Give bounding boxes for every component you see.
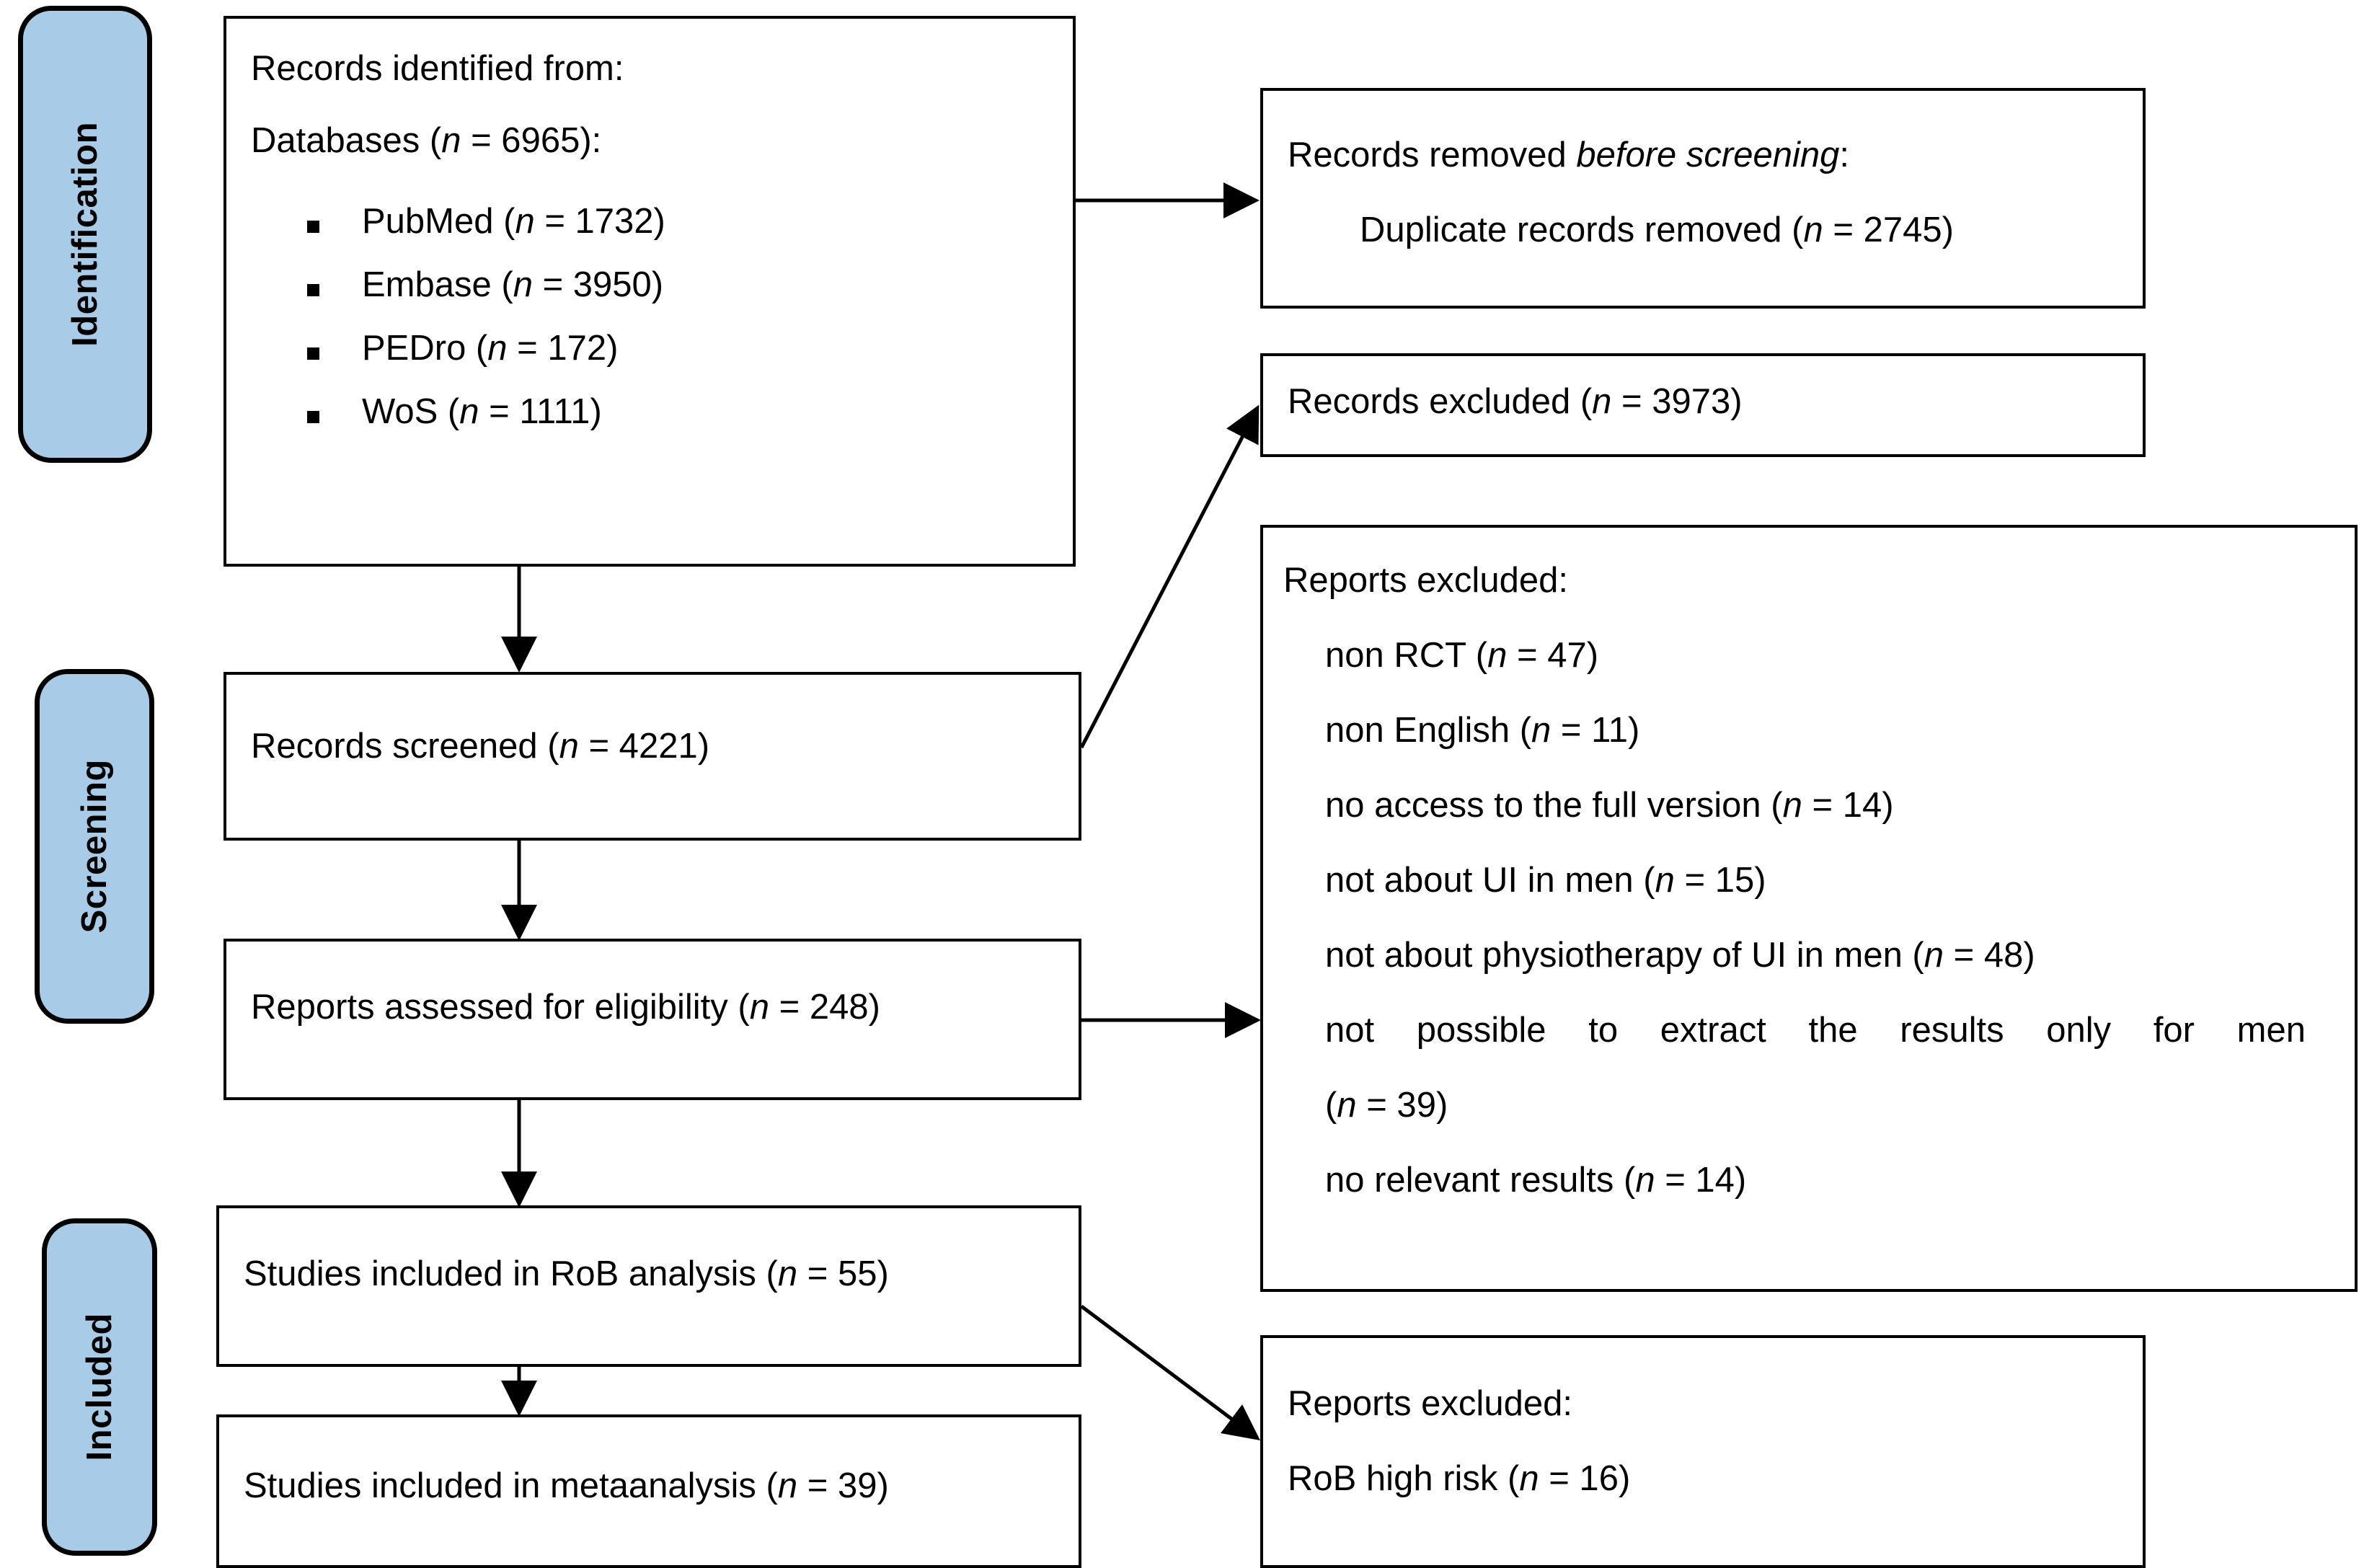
box-records-removed-before-screening: Records removed before screening: Duplic… xyxy=(1260,88,2146,309)
reports-excluded-heading: Reports excluded: xyxy=(1283,561,1568,600)
stage-label-identification: Identification xyxy=(66,122,105,347)
box-studies-included-metaanalysis: Studies included in metaanalysis (n = 39… xyxy=(216,1414,1081,1568)
reason-not-possible-extract: not possible to extract the results only… xyxy=(1325,1010,2306,1050)
bullet-square-icon xyxy=(307,220,319,233)
reason-no-access: no access to the full version (n = 14) xyxy=(1325,785,1894,825)
source-pedro: PEDro (n = 172) xyxy=(362,328,619,368)
stage-pill-included: Included xyxy=(42,1218,157,1556)
records-removed-heading-pre: Records removed xyxy=(1288,136,1577,174)
box-records-excluded: Records excluded (n = 3973) xyxy=(1260,353,2146,457)
reports-excluded-rob-item: RoB high risk (n = 16) xyxy=(1288,1458,1631,1498)
source-pubmed: PubMed (n = 1732) xyxy=(362,201,665,241)
reason-no-relevant-results: no relevant results (n = 14) xyxy=(1325,1160,1747,1200)
reason-not-about-ui: not about UI in men (n = 15) xyxy=(1325,860,1766,900)
box-studies-included-rob: Studies included in RoB analysis (n = 55… xyxy=(216,1205,1081,1367)
records-screened-text: Records screened (n = 4221) xyxy=(251,727,710,766)
list-item: Embase (n = 3950) xyxy=(251,265,1048,304)
box-records-screened: Records screened (n = 4221) xyxy=(223,672,1081,841)
studies-rob-text: Studies included in RoB analysis (n = 55… xyxy=(244,1254,889,1293)
list-item: PEDro (n = 172) xyxy=(251,328,1048,368)
box-reports-excluded-eligibility: Reports excluded: non RCT (n = 47) non E… xyxy=(1260,525,2358,1292)
records-identified-heading: Records identified from: xyxy=(251,49,624,88)
reason-non-rct: non RCT (n = 47) xyxy=(1325,635,1599,675)
records-excluded-text: Records excluded (n = 3973) xyxy=(1288,382,1743,421)
reason-non-english: non English (n = 11) xyxy=(1325,710,1640,750)
reports-excluded-rob-heading: Reports excluded: xyxy=(1288,1384,1572,1423)
stage-pill-identification: Identification xyxy=(18,6,152,463)
stage-label-screening: Screening xyxy=(75,759,114,934)
reason-not-about-physiotherapy: not about physiotherapy of UI in men (n … xyxy=(1325,935,2035,975)
records-removed-heading-italic: before screening xyxy=(1576,136,1840,174)
records-removed-heading: Records removed before screening: xyxy=(1288,136,2118,174)
stage-label-included: Included xyxy=(80,1313,119,1461)
arrow-screened-to-records-excluded xyxy=(1079,404,1260,749)
reason-not-possible-extract-count: (n = 39) xyxy=(1325,1085,1448,1125)
bullet-square-icon xyxy=(307,410,319,423)
list-item: WoS (n = 1111) xyxy=(251,391,1048,431)
arrow-rob-to-reports-excluded-rob xyxy=(1080,1305,1260,1440)
reports-assessed-text: Reports assessed for eligibility (n = 24… xyxy=(251,988,880,1027)
box-reports-excluded-rob: Reports excluded: RoB high risk (n = 16) xyxy=(1260,1335,2146,1568)
duplicate-records-removed: Duplicate records removed (n = 2745) xyxy=(1360,210,1954,249)
records-identified-subheading: Databases (n = 6965): xyxy=(251,120,602,160)
records-removed-heading-post: : xyxy=(1839,136,1849,174)
source-wos: WoS (n = 1111) xyxy=(362,391,602,431)
bullet-square-icon xyxy=(307,347,319,360)
stage-pill-screening: Screening xyxy=(35,669,154,1024)
bullet-square-icon xyxy=(307,283,319,296)
database-source-list: PubMed (n = 1732) Embase (n = 3950) PEDr… xyxy=(251,203,1048,431)
box-records-identified: Records identified from: Databases (n = … xyxy=(223,16,1076,567)
list-item: PubMed (n = 1732) xyxy=(251,203,1048,241)
source-embase: Embase (n = 3950) xyxy=(362,265,664,304)
box-reports-assessed: Reports assessed for eligibility (n = 24… xyxy=(223,939,1081,1100)
studies-meta-text: Studies included in metaanalysis (n = 39… xyxy=(244,1466,889,1505)
